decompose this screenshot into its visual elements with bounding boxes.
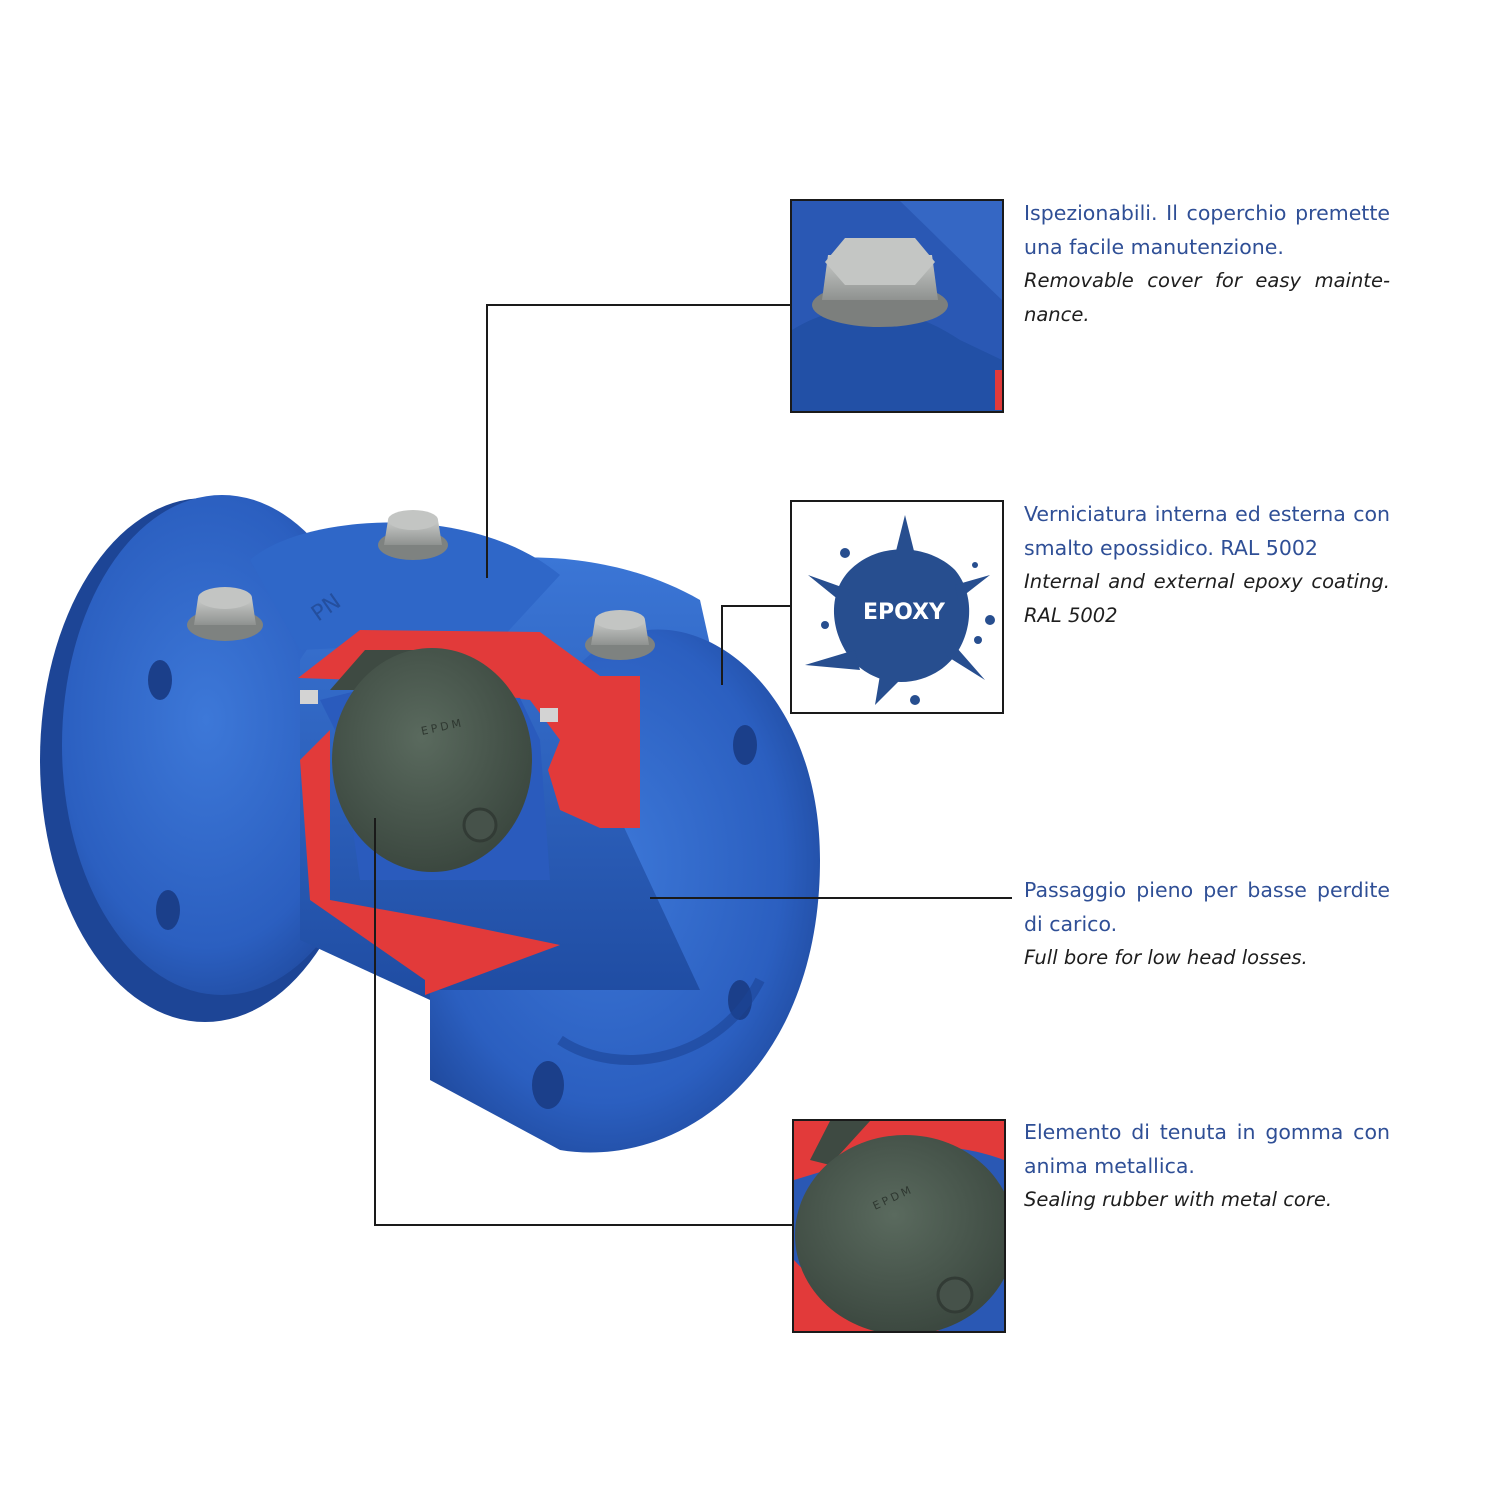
callout-coating-it: Verniciatura interna ed esterna con smal…: [1024, 502, 1390, 560]
callout-coating: Verniciatura interna ed esterna con smal…: [1024, 497, 1390, 633]
callout-coating-en: Internal and external epoxy coating. RAL…: [1024, 570, 1390, 627]
callout-bore-it: Passaggio pieno per basse perdite di car…: [1024, 878, 1390, 936]
valve-illustration: EPDM PN: [40, 495, 820, 1153]
cover-bolt: [585, 610, 655, 660]
callout-bore-en: Full bore for low head losses.: [1024, 946, 1308, 969]
leader-lines: [374, 304, 1012, 1226]
detail-box-epoxy: EPOXY: [790, 500, 1004, 714]
leader-line-cover: [486, 304, 792, 578]
bolt-hole: [156, 890, 180, 930]
callout-seal: Elemento di tenuta in gomma con anima me…: [1024, 1115, 1390, 1217]
callout-cover: Ispezionabili. Il coperchio premette una…: [1024, 196, 1390, 332]
bolt-hole: [733, 725, 757, 765]
leader-line-seal: [374, 818, 792, 1226]
callout-seal-en: Sealing rubber with metal core.: [1024, 1188, 1333, 1211]
bolt-hole: [148, 660, 172, 700]
sealing-disc: EPDM: [330, 648, 532, 872]
bolt-hole: [532, 1061, 564, 1109]
detail-box-cover: [790, 199, 1004, 413]
callout-seal-it: Elemento di tenuta in gomma con anima me…: [1024, 1120, 1390, 1178]
cover-bolt: [187, 587, 263, 641]
epoxy-label: EPOXY: [863, 600, 946, 625]
callout-cover-it: Ispezionabili. Il coperchio premette una…: [1024, 201, 1390, 259]
callout-cover-en: Removable cover for easy mainte-nance.: [1024, 269, 1390, 326]
leader-line-coating: [721, 605, 792, 685]
detail-box-seal: EPDM: [792, 1119, 1006, 1333]
epoxy-splash-icon: [805, 515, 995, 705]
cover-bolt: [378, 510, 448, 560]
callout-bore: Passaggio pieno per basse perdite di car…: [1024, 873, 1390, 975]
